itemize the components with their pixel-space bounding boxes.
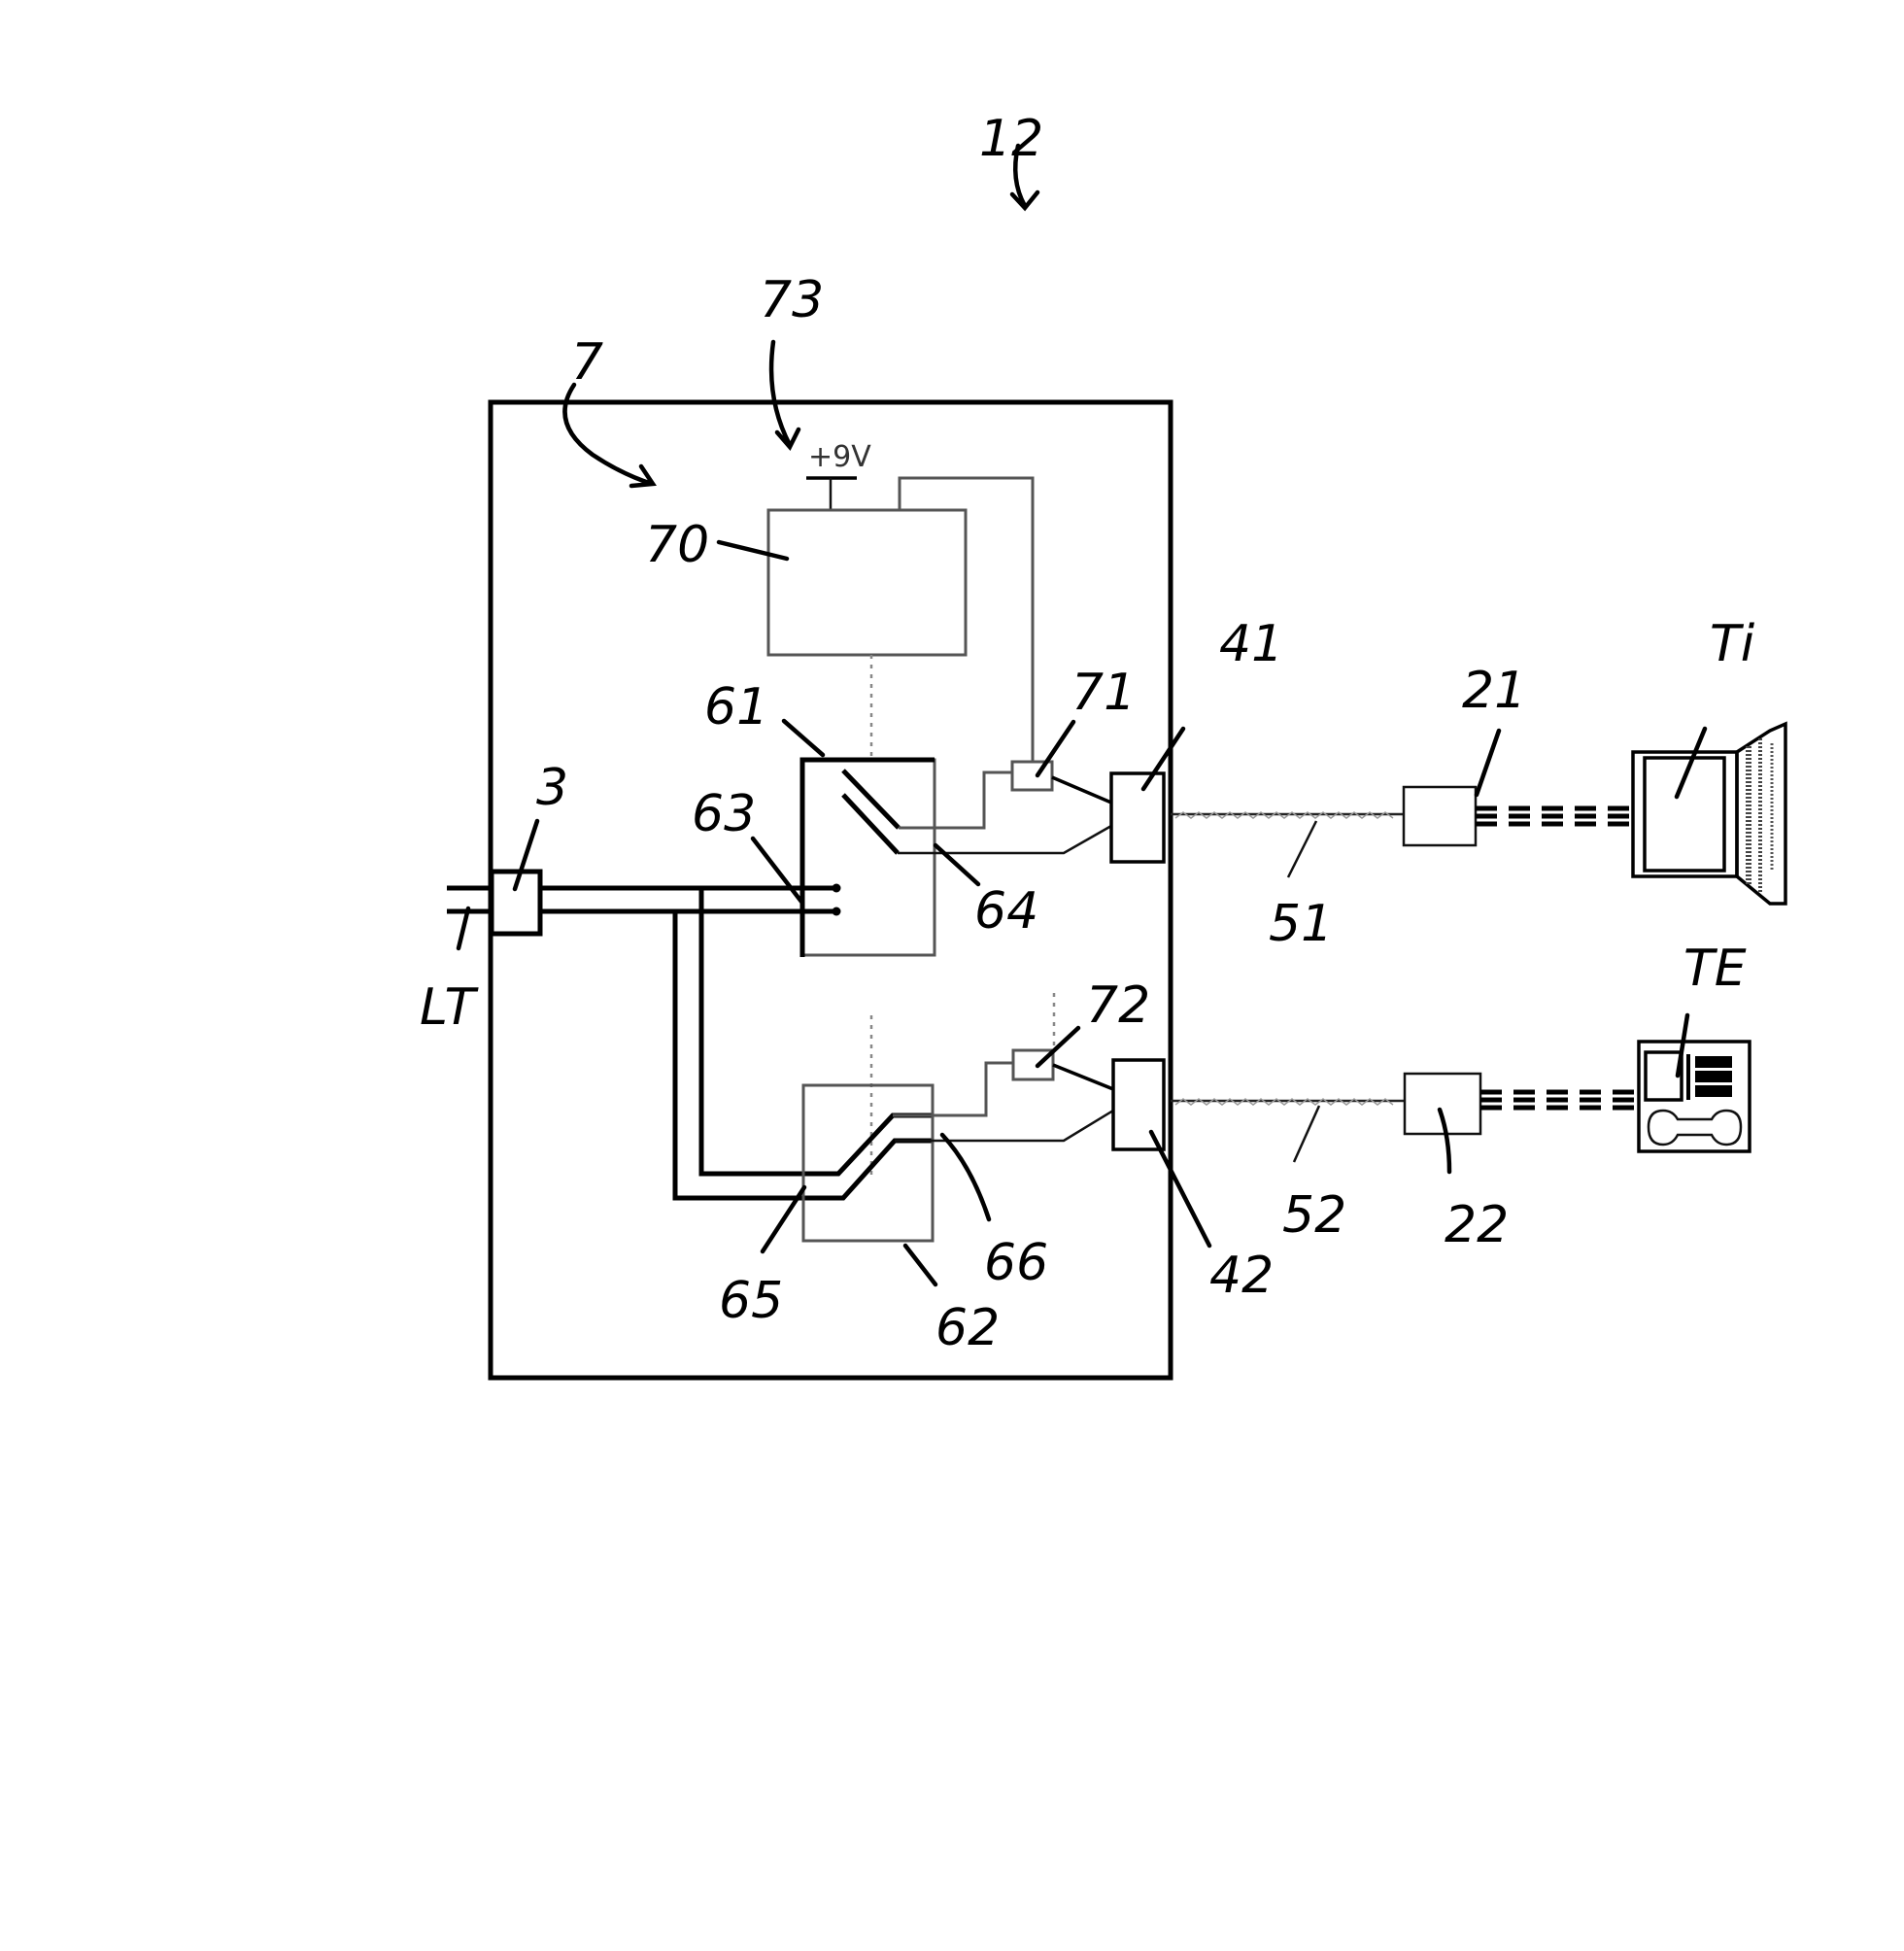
leader-3 xyxy=(512,818,540,892)
supply-voltage-label: +9V xyxy=(808,440,871,474)
bus-a-to-switch-2 xyxy=(698,888,933,1177)
port-2-box xyxy=(1111,1058,1166,1151)
control-unit-reference: 7 xyxy=(562,333,657,489)
label-3: 3 xyxy=(536,759,568,817)
label-65: 65 xyxy=(719,1272,783,1330)
controller-box xyxy=(766,508,968,657)
supply-terminal: +9V xyxy=(806,440,871,510)
leader-61 xyxy=(781,718,826,758)
laptop-screen-frame xyxy=(1631,750,1739,878)
leader-70 xyxy=(716,539,790,562)
port-1-box xyxy=(1109,771,1166,864)
label-52: 52 xyxy=(1282,1186,1346,1245)
label-41: 41 xyxy=(1219,615,1283,673)
cable-1-shielding xyxy=(1174,811,1394,819)
laptop-icon xyxy=(1631,721,1787,906)
label-72: 72 xyxy=(1086,976,1150,1035)
label-Ti: Ti xyxy=(1710,615,1755,673)
switch-1-wire-a xyxy=(899,770,1012,830)
telephone-keys-row-2 xyxy=(1695,1071,1732,1082)
switch-1-blade-a xyxy=(841,769,901,830)
adapter-1-box xyxy=(1402,785,1478,847)
laptop-screen xyxy=(1643,756,1726,873)
switch-2-wire-b xyxy=(895,1109,1114,1143)
telephone-icon xyxy=(1637,1040,1751,1153)
leader-71 xyxy=(1035,719,1076,778)
leader-TE xyxy=(1675,1012,1690,1078)
label-71: 71 xyxy=(1071,664,1136,722)
switch-1-wire-b xyxy=(898,824,1112,855)
detector-2-wire xyxy=(1052,1063,1114,1091)
leader-66 xyxy=(939,1132,992,1222)
label-12: 12 xyxy=(979,110,1043,168)
switch-1-box xyxy=(800,758,936,957)
switch-2 xyxy=(801,1061,1114,1243)
arrow-icon xyxy=(768,339,801,452)
switch-1-blade-b xyxy=(841,793,900,855)
telephone-display xyxy=(1644,1050,1683,1102)
label-64: 64 xyxy=(974,882,1038,941)
supply-reference: 73 xyxy=(760,271,824,452)
label-21: 21 xyxy=(1462,662,1526,720)
switch-1 xyxy=(799,757,1112,957)
wire-controller-detector-1 xyxy=(898,476,1035,762)
leader-51 xyxy=(1286,820,1318,878)
switch-2-wire-a xyxy=(893,1061,1013,1117)
telephone-body xyxy=(1637,1040,1751,1153)
label-51: 51 xyxy=(1269,895,1333,953)
leader-52 xyxy=(1292,1105,1321,1163)
label-63: 63 xyxy=(692,785,756,843)
laptop-keyboard xyxy=(1735,721,1787,906)
leader-62 xyxy=(902,1243,938,1287)
detector-1-wire xyxy=(1051,775,1112,804)
switch-1-terminal-a xyxy=(832,883,841,893)
arrow-icon xyxy=(562,382,657,489)
cable-2-shielding xyxy=(1174,1098,1394,1106)
label-42: 42 xyxy=(1209,1247,1274,1305)
leader-63 xyxy=(750,836,804,905)
switch-1-terminal-b xyxy=(832,907,841,916)
leader-42 xyxy=(1148,1129,1212,1249)
leader-65 xyxy=(760,1184,807,1254)
leader-LT xyxy=(456,906,471,951)
label-66: 66 xyxy=(984,1234,1048,1292)
telephone-handset xyxy=(1647,1109,1743,1147)
switch-1-input-edge xyxy=(799,757,935,957)
label-70: 70 xyxy=(645,516,709,574)
detector-1-box xyxy=(1010,760,1054,792)
line-input: 3 LT xyxy=(420,759,568,1037)
assembly-reference: 12 xyxy=(979,110,1043,212)
leader-41 xyxy=(1140,726,1186,792)
label-73: 73 xyxy=(760,271,824,329)
leader-22 xyxy=(1437,1107,1452,1175)
arrow-icon xyxy=(1009,143,1040,212)
line-interface-box xyxy=(489,869,543,937)
label-7: 7 xyxy=(571,333,603,392)
label-LT: LT xyxy=(420,978,479,1037)
leader-Ti xyxy=(1674,726,1708,800)
label-TE: TE xyxy=(1683,940,1747,998)
adapter-2-box xyxy=(1403,1072,1482,1136)
leader-72 xyxy=(1035,1025,1081,1069)
telephone-keys-row-3 xyxy=(1695,1085,1732,1097)
leader-64 xyxy=(933,842,981,887)
leader-21 xyxy=(1474,728,1502,798)
label-61: 61 xyxy=(704,678,768,736)
telephone-keys-row-1 xyxy=(1695,1056,1732,1068)
switch-2-box xyxy=(801,1083,935,1243)
label-62: 62 xyxy=(935,1299,1000,1357)
label-22: 22 xyxy=(1445,1196,1509,1254)
